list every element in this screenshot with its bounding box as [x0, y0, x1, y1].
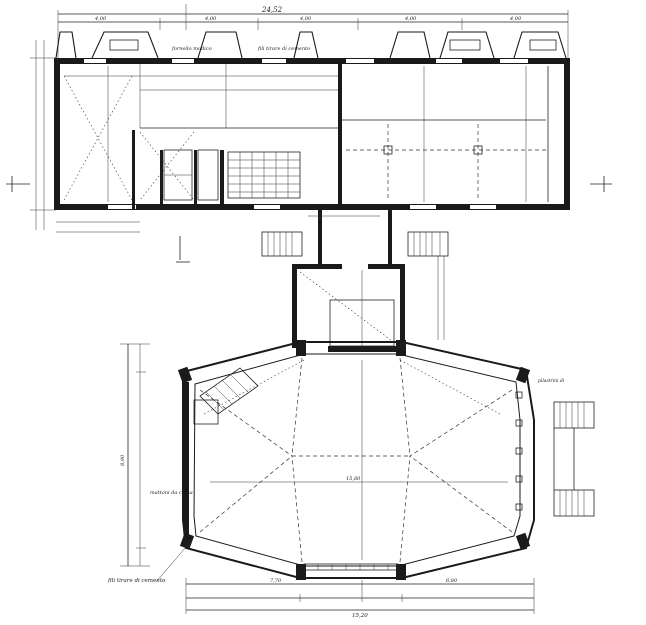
dim-bay-5: 4,00 [509, 16, 522, 22]
lower-hall-structure [193, 357, 513, 563]
dim-hall-length: 8,90 [120, 454, 126, 466]
exterior-stairs [553, 401, 595, 517]
dim-bay-1: 4,00 [94, 16, 107, 22]
dim-bay-2: 4,00 [204, 16, 217, 22]
lower-left-dims [120, 343, 150, 567]
dim-bay-3: 4,00 [299, 16, 312, 22]
dim-bottom-right: 6,80 [446, 578, 458, 584]
note-right: pilastrini di [538, 378, 565, 384]
dim-bay-4: 4,00 [404, 16, 417, 22]
dim-bottom-total: 15,20 [352, 613, 368, 619]
top-dimension-chain: 24,52 4,00 4,00 4,00 4,00 4,00 [57, 4, 569, 60]
dim-bottom-left: 7,70 [270, 578, 282, 584]
upper-left-dims [30, 40, 140, 233]
annotations: fornello modico fili tirare di cemento m… [107, 46, 565, 584]
dimension-texts: 15,80 8,90 [120, 454, 361, 482]
lower-hall-walls [177, 340, 535, 580]
buttresses [55, 31, 567, 59]
note-top-2: fili tirare di cemento [257, 46, 310, 52]
upper-interior [63, 66, 546, 202]
section-markers [6, 176, 612, 263]
bottom-dimension-chain: 7,70 6,80 15,20 [185, 578, 535, 619]
note-bottom: fili tirare di cemento [107, 578, 166, 584]
upper-block-walls [54, 58, 570, 210]
connector-corridor [261, 210, 449, 352]
dim-overall-top: 24,52 [261, 6, 283, 14]
note-side: mattoni da corsa [150, 490, 193, 496]
dim-hall-width: 15,80 [346, 476, 361, 482]
note-top-1: fornello modico [171, 46, 212, 52]
